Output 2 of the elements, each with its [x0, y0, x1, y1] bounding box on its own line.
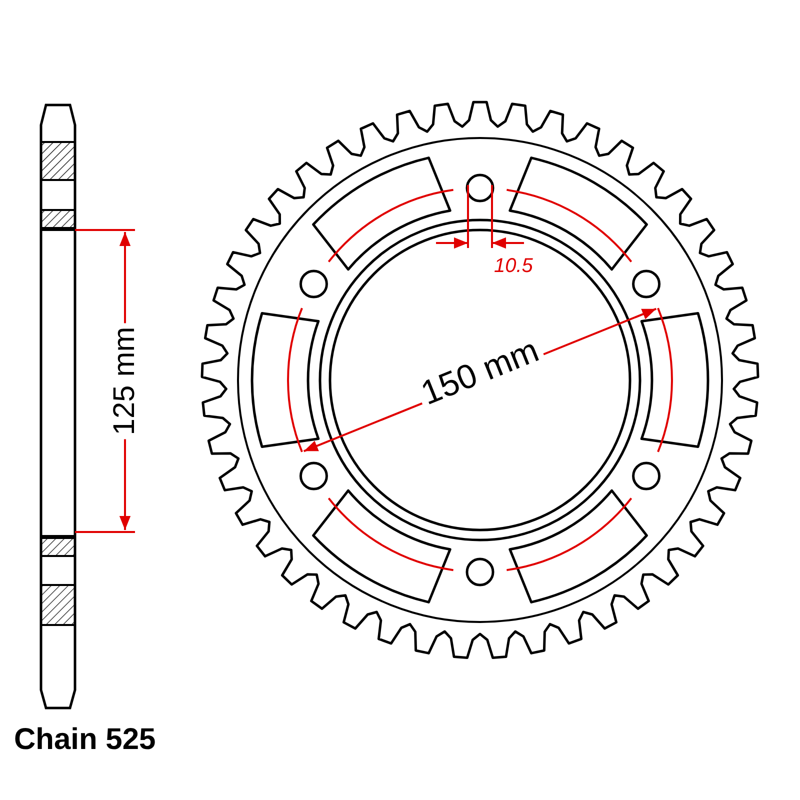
chain-size-label: Chain 525 [14, 725, 156, 755]
dimension-label: 10.5 [494, 256, 533, 276]
